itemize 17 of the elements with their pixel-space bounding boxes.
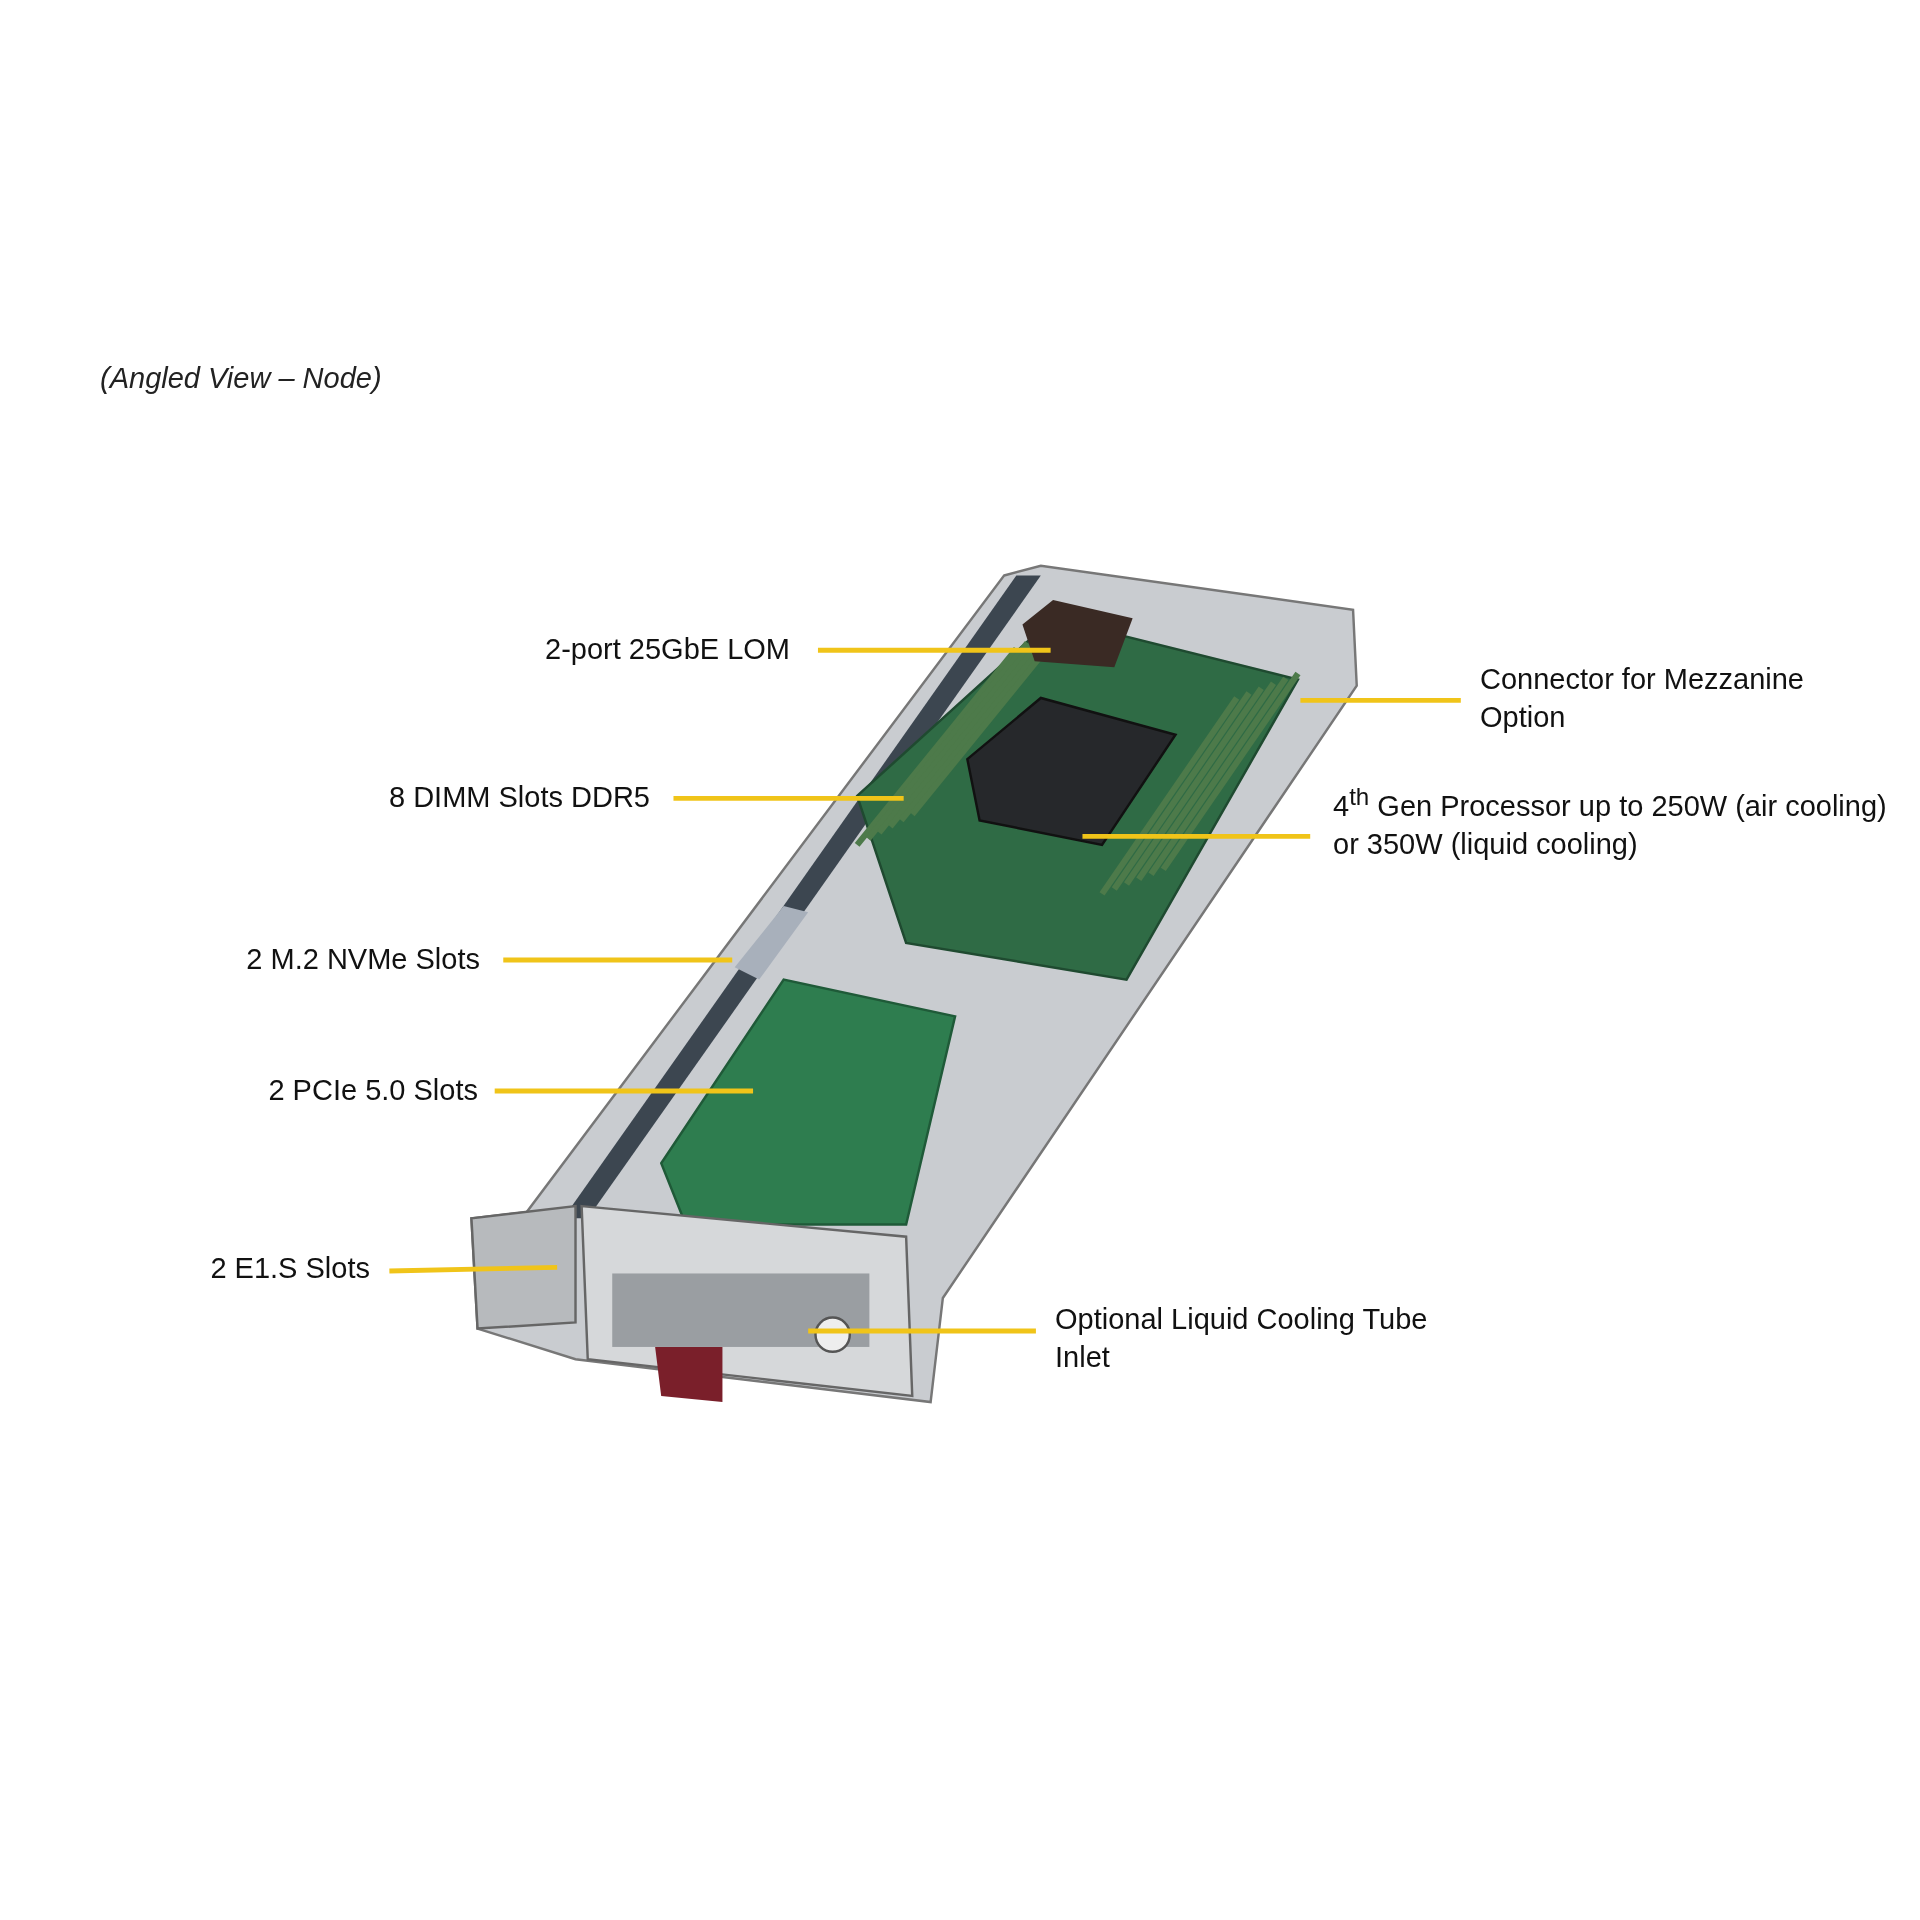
- callout-label: Optional Liquid Cooling Tube Inlet: [1055, 1300, 1455, 1376]
- callout-label: 2 M.2 NVMe Slots: [180, 940, 480, 978]
- leader-line: [673, 795, 904, 801]
- leader-line: [503, 957, 733, 963]
- leader-line: [817, 647, 1051, 653]
- view-caption: (Angled View – Node): [100, 362, 382, 395]
- callout-label: 2-port 25GbE LOM: [470, 630, 790, 668]
- leader-line: [389, 1264, 558, 1274]
- callout-label: 8 DIMM Slots DDR5: [300, 778, 650, 816]
- callout-label: Connector for Mezzanine Option: [1480, 660, 1880, 736]
- leader-line: [1082, 833, 1311, 839]
- leader-line: [494, 1088, 754, 1094]
- leader-line: [1300, 697, 1461, 703]
- callout-label: 2 PCIe 5.0 Slots: [180, 1071, 478, 1109]
- leader-line: [808, 1328, 1036, 1334]
- callout-label: 4$^{th}$ Gen Processor up to 250W (air cooling) or 350W (liquid cooling): [1333, 778, 1893, 863]
- callout-label: 2 E1.S Slots: [150, 1249, 370, 1287]
